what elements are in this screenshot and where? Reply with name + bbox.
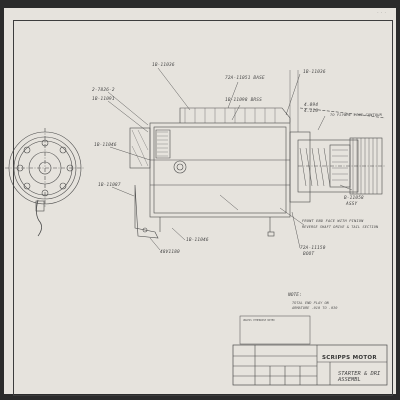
callout-part-number: 1B-11036 (303, 70, 326, 75)
drawing-sheet (4, 8, 396, 396)
callout-boot: BOOT (303, 252, 315, 257)
callout-front-end: FRONT END FACE WITH PINION (302, 219, 364, 223)
callout-part-number: 1B-11091 (92, 97, 115, 102)
callout-dimension: 4.110 (304, 109, 319, 114)
callout-part-number: 48V1180 (160, 250, 180, 255)
callout-part-number: 1B-11046 (94, 143, 117, 148)
callout-part-number: 1B-11046 (186, 238, 209, 243)
title-block (232, 315, 388, 386)
callout-assy: ASSY (346, 202, 358, 207)
note-heading: NOTE: (288, 293, 302, 298)
drawing-title: STARTER & DRI ASSEMBL (338, 371, 381, 384)
company-name: SCRIPPS MOTOR (322, 355, 377, 361)
callout-part-number: 1B-11036 (152, 63, 175, 68)
note-line: TOTAL END PLAY ON (292, 301, 329, 305)
standard-notes-heading: UNLESS OTHERWISE NOTED (243, 319, 275, 322)
motor-body (129, 107, 291, 239)
sheet-corner-label: · · · (376, 10, 386, 14)
end-view-flange (5, 128, 85, 237)
drawing-border (13, 20, 393, 396)
callout-part-number: 72A-11150 (300, 246, 326, 251)
callout-part-number: 2-7826-2 (92, 88, 115, 93)
callout-drive: REVERSE SHAFT DRIVE & TAIL SECTION (302, 225, 379, 229)
standard-notes: UNLESS OTHERWISE NOTED (243, 319, 303, 322)
callout-contour: TO FLYWHE LINE CONTOUR (330, 113, 382, 117)
callout-part-number: 1B-11098 BRSS (225, 98, 262, 103)
leader-lines (107, 67, 353, 251)
note-line: ARMATURE .010 TO .030 (292, 306, 338, 310)
callout-part-number: 1B-11087 (98, 183, 121, 188)
callout-dimension: 4.094 (304, 103, 319, 108)
drive-assembly (289, 70, 386, 203)
callout-part-number: B-11058 (344, 196, 364, 201)
callout-part-number: 72A-11051 BASE (225, 76, 265, 81)
